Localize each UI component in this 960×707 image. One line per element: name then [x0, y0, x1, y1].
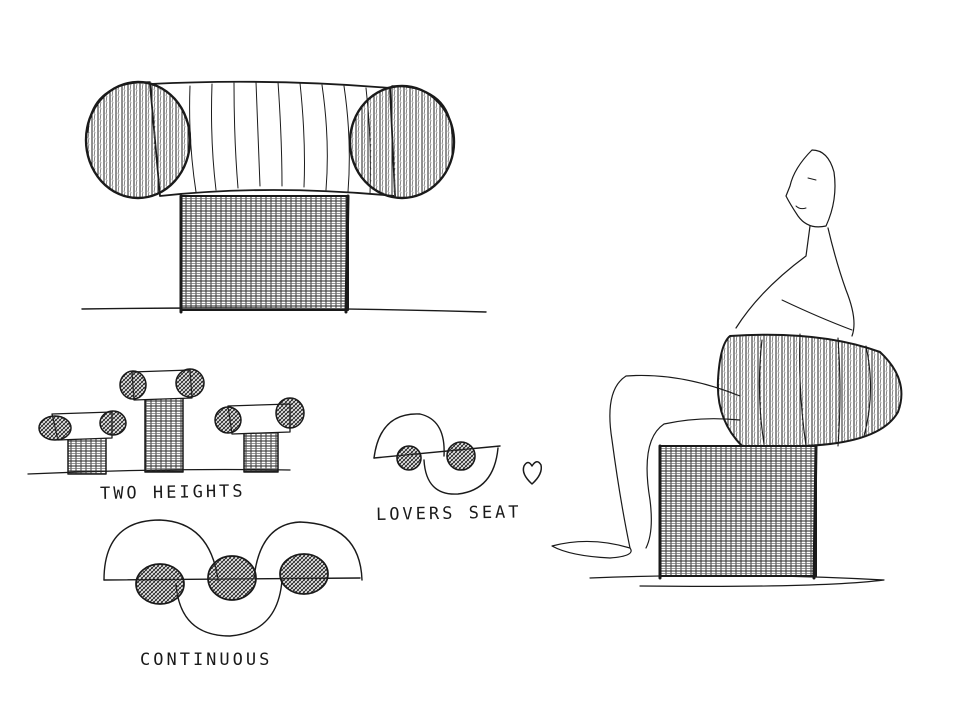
continuous-sketch: [104, 520, 362, 636]
two-heights-label: TWO HEIGHTS: [99, 481, 246, 504]
continuous-label: CONTINUOUS: [140, 650, 273, 670]
two-heights-sketch: [28, 369, 304, 474]
lovers-seat-label: LOVERS SEAT: [375, 502, 522, 525]
heart-icon: [523, 462, 541, 484]
lovers-seat-sketch: [374, 414, 500, 494]
side-view-chair-with-figure-sketch: [552, 150, 901, 586]
front-view-chair-sketch: [82, 82, 486, 312]
